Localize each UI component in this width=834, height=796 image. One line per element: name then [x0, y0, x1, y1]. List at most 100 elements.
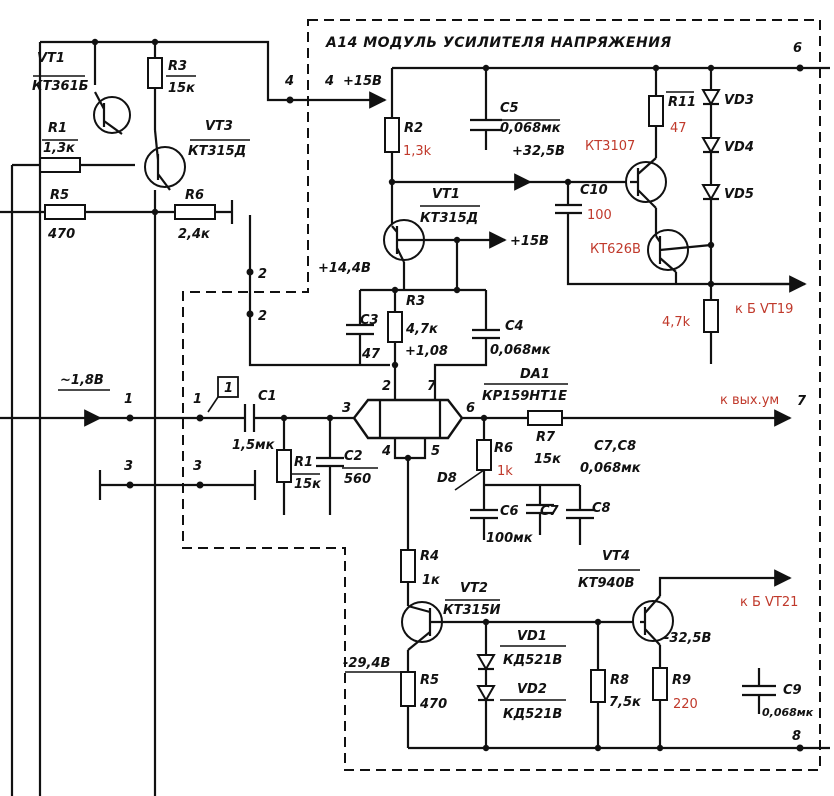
- c8-name: C8: [592, 501, 611, 516]
- pin-8: 8: [792, 729, 801, 744]
- to-output-label: к вых.ум: [720, 393, 779, 408]
- vd5-label: VD5: [724, 187, 754, 202]
- c3-name: C3: [360, 313, 379, 328]
- r7-name: R7: [536, 430, 556, 445]
- vd1-type: КД521В: [503, 653, 562, 668]
- voltage-15-in: +15В: [343, 74, 382, 89]
- resistor-r7: [527, 410, 563, 426]
- r5-outside-val: 470: [47, 227, 75, 242]
- r3-name: R3: [406, 294, 425, 309]
- voltage-29-4: -29,4В: [343, 656, 390, 671]
- c4-val: 0,068мк: [490, 343, 552, 358]
- c1-name: C1: [258, 389, 277, 404]
- voltage-32-5-neg: -32,5В: [664, 631, 711, 646]
- c2-name: C2: [344, 449, 363, 464]
- r3-outside-val: 15к: [168, 81, 196, 96]
- diode-vd5: [701, 184, 721, 202]
- resistor-r4: [400, 549, 416, 583]
- pin-3a: 3: [124, 459, 133, 474]
- resistor-r6-outside: [174, 204, 216, 220]
- voltage-32-5: +32,5В: [512, 144, 565, 159]
- r9-name: R9: [672, 673, 691, 688]
- r6-outside-val: 2,4к: [178, 227, 211, 242]
- r8-val: 7,5к: [609, 695, 642, 710]
- r5-name: R5: [420, 673, 439, 688]
- da1-pin-4: 4: [381, 444, 391, 459]
- c5-val: 0,068мк: [500, 121, 562, 136]
- input-voltage: ~1,8В: [60, 373, 104, 388]
- da1-pin-2: 2: [382, 379, 391, 394]
- da1-pin-7: 7: [427, 379, 437, 394]
- r6-red-value: 1k: [497, 464, 513, 479]
- r7-val: 15к: [534, 452, 562, 467]
- c7c8-val: 0,068мк: [580, 461, 642, 476]
- diode-vd3: [701, 89, 721, 107]
- vd3-label: VD3: [724, 93, 754, 108]
- r5-outside-name: R5: [50, 188, 69, 203]
- vt4-name: VT4: [602, 549, 630, 564]
- resistor-4-7k: [703, 299, 719, 333]
- vd4-label: VD4: [724, 140, 754, 155]
- transistor-vt3-outside: [144, 129, 186, 191]
- transistor-vt1-outside: [93, 91, 131, 135]
- pin-2a: 2: [258, 267, 267, 282]
- kt3107-red-label: КТ3107: [585, 139, 635, 154]
- module-title: A14 МОДУЛЬ УСИЛИТЕЛЯ НАПРЯЖЕНИЯ: [325, 35, 672, 51]
- r1-val: 15к: [294, 477, 322, 492]
- vt3-outside-type: КТ315Д: [188, 144, 246, 159]
- resistor-r6: [476, 439, 492, 471]
- r2-red-value: 1,3k: [403, 144, 432, 159]
- resistor-r5-outside: [44, 204, 86, 220]
- transistor-vt1: [383, 219, 440, 263]
- vd1-name: VD1: [517, 629, 547, 644]
- resistor-r9: [652, 667, 668, 701]
- to-vt21-label: к Б VT21: [740, 595, 798, 610]
- pin-4a: 4: [284, 74, 294, 89]
- da1-pin-6: 6: [466, 401, 475, 416]
- vt4-type: КТ940В: [578, 576, 635, 591]
- r1-outside-val: 1,3к: [43, 141, 76, 156]
- resistor-r1: [276, 449, 292, 483]
- transistor-kt626v: [647, 208, 712, 284]
- c2-val: 560: [344, 472, 371, 487]
- pin-7: 7: [797, 394, 807, 409]
- c7c8-name: C7,C8: [594, 439, 636, 454]
- resistor-r8: [590, 669, 606, 703]
- c7-name: C7: [540, 504, 560, 519]
- r4-val: 1к: [422, 573, 441, 588]
- pin-1: 1: [124, 392, 133, 407]
- da1-pin-3: 3: [342, 401, 351, 416]
- c6-val: 100мк: [486, 531, 534, 546]
- voltage-15-out: +15В: [510, 234, 549, 249]
- transistor-vt2: [401, 601, 486, 651]
- c1-val: 1,5мк: [232, 438, 276, 453]
- r1-name: R1: [294, 455, 313, 470]
- r6-name: R6: [494, 441, 513, 456]
- pin-6: 6: [793, 41, 802, 56]
- vt1-outside-name: VT1: [37, 51, 65, 66]
- r4-name: R4: [420, 549, 439, 564]
- vt2-name: VT2: [460, 581, 488, 596]
- resistor-r2: [384, 117, 400, 153]
- resistor-r1-outside: [39, 157, 81, 173]
- pin-3b: 3: [193, 459, 202, 474]
- pin-1-box: [217, 376, 239, 398]
- to-vt19-label: к Б VT19: [735, 302, 793, 317]
- r11-red-value: 47: [670, 121, 687, 136]
- resistor-r3-outside: [147, 57, 163, 89]
- resistor-r5: [400, 671, 416, 707]
- transistor-vt4: [632, 595, 674, 646]
- r6-outside-name: R6: [185, 188, 204, 203]
- r8-name: R8: [610, 673, 629, 688]
- da1-pin-5: 5: [431, 444, 440, 459]
- diode-vd4: [701, 137, 721, 155]
- r1-outside-name: R1: [48, 121, 67, 136]
- r5-val: 470: [419, 697, 447, 712]
- r9-red-value: 220: [673, 697, 698, 712]
- r3-val: 4,7к: [405, 322, 439, 337]
- vt2-type: КТ315И: [443, 603, 501, 618]
- voltage-14-4: +14,4В: [318, 261, 371, 276]
- resistor-r11: [648, 95, 664, 127]
- da1-type: КР159НТ1Е: [482, 389, 567, 404]
